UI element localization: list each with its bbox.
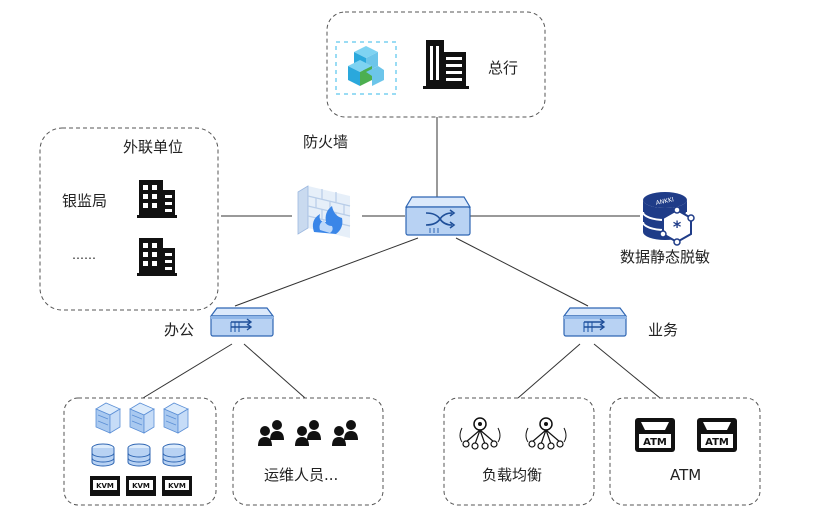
- external-unit-label: 银监局: [62, 192, 108, 210]
- people-pair-icon: [258, 420, 284, 446]
- people-pair-icon: [332, 420, 358, 446]
- load-balancer-icon: [525, 417, 567, 450]
- firewall-label: 防火墙: [303, 133, 349, 151]
- kvm-label: KVM: [132, 482, 150, 490]
- office-switch-icon: [210, 307, 274, 337]
- database-icon: [127, 443, 151, 467]
- server-icons: [95, 402, 189, 434]
- external-building-icon: [137, 180, 177, 218]
- database-icons: [91, 443, 186, 467]
- external-building-icon: [137, 238, 177, 276]
- atm-label: ATM: [670, 466, 702, 484]
- business-switch-icon: [563, 307, 627, 337]
- kvm-icon: KVM: [162, 476, 192, 496]
- ops-staff-box: [232, 397, 384, 506]
- atm-icons: ATM ATM: [635, 418, 737, 452]
- people-icons: [258, 420, 358, 446]
- server-icon: [163, 402, 189, 434]
- cube-cluster-icon: [335, 41, 397, 95]
- ops-staff-label: 运维人员...: [264, 466, 339, 484]
- atm-icon: ATM: [635, 418, 675, 452]
- external-unit-label: ……: [72, 248, 96, 262]
- kvm-label: KVM: [96, 482, 114, 490]
- svg-text:*: *: [673, 217, 682, 236]
- firewall-icon: [297, 185, 351, 238]
- load-balancer-icon: [459, 417, 501, 450]
- server-icon: [95, 402, 121, 434]
- atm-screen-text: ATM: [705, 437, 729, 448]
- masking-badge-text: ANKKI: [655, 196, 675, 207]
- headquarters-box: [326, 11, 546, 118]
- external-units-box: [39, 127, 219, 311]
- kvm-icons: KVM KVM KVM: [90, 476, 192, 496]
- data-masking-label: 数据静态脱敏: [620, 248, 711, 266]
- group-boxes: [39, 11, 761, 506]
- kvm-icon: KVM: [126, 476, 156, 496]
- core-switch-icon: [404, 196, 472, 236]
- connection-lines: [142, 117, 661, 399]
- atm-screen-text: ATM: [643, 437, 667, 448]
- server-cluster-box: [63, 397, 217, 506]
- database-icon: [91, 443, 115, 467]
- headquarters-label: 总行: [488, 59, 519, 77]
- server-icon: [129, 402, 155, 434]
- external-units-title: 外联单位: [123, 138, 184, 156]
- kvm-icon: KVM: [90, 476, 120, 496]
- data-masking-database-icon: ANKKI *: [642, 192, 695, 246]
- atm-box: [609, 397, 761, 506]
- headquarters-building-icon: [423, 40, 469, 89]
- load-balance-box: [443, 397, 595, 506]
- office-label: 办公: [164, 321, 195, 339]
- kvm-label: KVM: [168, 482, 186, 490]
- atm-icon: ATM: [697, 418, 737, 452]
- database-icon: [162, 443, 186, 467]
- business-label: 业务: [648, 321, 679, 339]
- load-balance-label: 负载均衡: [482, 466, 543, 484]
- people-pair-icon: [295, 420, 321, 446]
